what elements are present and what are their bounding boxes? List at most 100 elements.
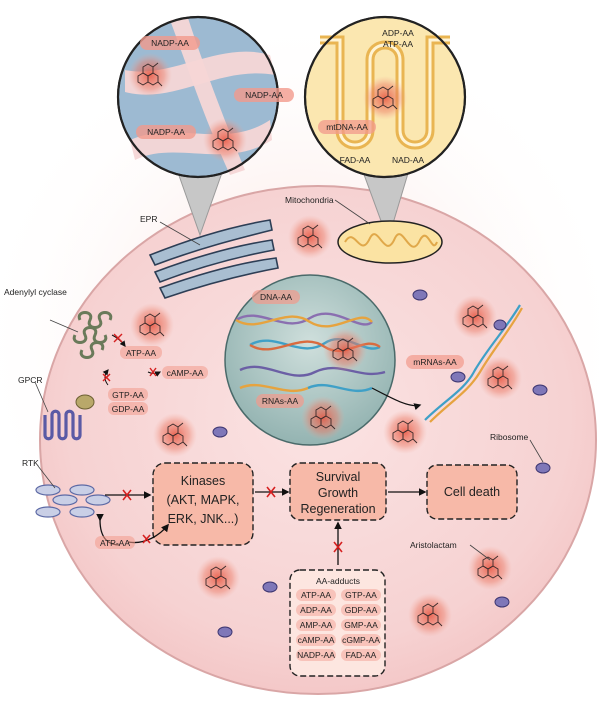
ribosome-label: Ribosome [490,432,544,463]
aristolactam-molecule-icon [300,395,346,441]
adduct-label: ATP-AA [301,590,331,600]
gpcr-protein [43,409,82,441]
inhibition-marks-small [102,333,157,382]
adp-aa-label: ADP-AA [382,28,414,38]
adduct-label: NADP-AA [297,650,335,660]
adduct-label: ADP-AA [300,605,332,615]
svg-text:(AKT, MAPK,: (AKT, MAPK, [167,493,240,507]
svg-text:DNA-AA: DNA-AA [260,292,292,302]
svg-text:ATP-AA: ATP-AA [126,348,156,358]
adduct-pill [341,649,381,661]
adduct-pill [296,589,336,601]
survival-box: Survival Growth Regeneration [289,462,387,521]
adduct-pill [296,649,336,661]
cell-death-box: Cell death [426,464,518,520]
svg-text:Ribosome: Ribosome [490,432,529,442]
mrnas-aa-label: mRNAs-AA [406,355,464,369]
nadp-aa-label-1: NADP-AA [140,36,200,50]
aristolactam-molecule-icon [127,52,173,98]
svg-text:NADP-AA: NADP-AA [147,127,185,137]
adduct-label: AMP-AA [300,620,333,630]
adduct-label: cAMP-AA [298,635,335,645]
dna-aa-label: DNA-AA [252,290,300,304]
svg-text:GTP-AA: GTP-AA [112,390,144,400]
adduct-pill [341,619,381,631]
svg-text:Regeneration: Regeneration [300,502,375,516]
atp-aa-label-top: ATP-AA [383,39,413,49]
svg-text:NADP-AA: NADP-AA [245,90,283,100]
aa-adducts-box: AA-adducts [289,569,386,677]
adduct-label: FAD-AA [346,650,377,660]
camp-aa-label: cAMP-AA [162,366,208,379]
adduct-pill [296,604,336,616]
mitochondria-label: Mitochondria [285,195,371,225]
svg-text:ADP-AA: ADP-AA [382,28,414,38]
inhibition-marks [122,486,343,553]
svg-text:ATP-AA: ATP-AA [383,39,413,49]
atp-aa-rtk-label: ATP-AA [95,536,135,549]
rtk-label: RTK [22,458,56,489]
adduct-pill [296,619,336,631]
adenylyl-cyclase-protein [72,311,113,359]
svg-text:Mitochondria: Mitochondria [285,195,334,205]
rnas-aa-label: RNAs-AA [256,394,304,408]
svg-text:Growth: Growth [318,486,358,500]
svg-text:GDP-AA: GDP-AA [112,404,145,414]
nadp-aa-label-2: NADP-AA [234,88,294,102]
adduct-label: GDP-AA [345,605,378,615]
adduct-label: cGMP-AA [342,635,380,645]
adduct-pill [341,634,381,646]
aa-adducts-list: ATP-AA ADP-AA AMP-AA cAMP-AA NADP-AA GTP-AA GD… [296,589,381,661]
aristolactam-label: Aristolactam [410,540,491,561]
mitochondria-organelle [337,220,443,264]
adduct-label: GMP-AA [344,620,378,630]
adduct-pill [341,589,381,601]
adduct-pill [341,604,381,616]
g-protein [75,394,95,410]
mrna-export-arrow [371,387,422,411]
svg-text:GPCR: GPCR [18,375,43,385]
aa-adducts-title: AA-adducts [316,576,360,586]
svg-text:Survival: Survival [316,470,360,484]
aristolactam-molecule-icon [322,327,368,373]
aristolactam-molecule-icon [152,412,198,458]
svg-text:Cell death: Cell death [444,485,500,499]
aristolactam-molecule-icon [477,355,523,401]
svg-text:FAD-AA: FAD-AA [340,155,371,165]
aristolactam-molecule-icon [467,545,513,591]
epr-label: EPR [140,214,201,246]
svg-text:NADP-AA: NADP-AA [151,38,189,48]
adenylyl-cyclase-label: Adenylyl cyclase [4,287,79,333]
svg-text:EPR: EPR [140,214,157,224]
aristolactam-molecule-icon [129,302,175,348]
aristolactam-molecule-icon [407,592,453,638]
mtdna-aa-label: mtDNA-AA [318,120,376,134]
aristolactam-molecule-icon [287,214,333,260]
adduct-label: GTP-AA [345,590,377,600]
svg-text:Adenylyl cyclase: Adenylyl cyclase [4,287,67,297]
svg-text:Kinases: Kinases [181,474,225,488]
svg-text:RNAs-AA: RNAs-AA [262,396,299,406]
ribosomes [212,289,551,638]
gpcr-label: GPCR [18,375,49,413]
gtp-aa-label: GTP-AA [108,388,148,401]
svg-text:ERK, JNK...): ERK, JNK...) [168,512,239,526]
adduct-pill [296,634,336,646]
svg-text:mRNAs-AA: mRNAs-AA [413,357,457,367]
gdp-aa-label: GDP-AA [108,402,148,415]
svg-text:ATP-AA: ATP-AA [100,538,130,548]
aristolactam-molecule-icon [202,117,248,163]
kinases-box: Kinases (AKT, MAPK, ERK, JNK...) [152,462,254,546]
epr-organelle [148,219,279,299]
aristolactam-molecule-icon [362,75,408,121]
svg-text:NAD-AA: NAD-AA [392,155,424,165]
svg-text:cAMP-AA: cAMP-AA [167,368,204,378]
svg-text:RTK: RTK [22,458,39,468]
aristolactam-molecule-icon [382,409,428,455]
aristolactam-molecule-icon [452,294,498,340]
nad-aa-label: NAD-AA [392,155,424,165]
fad-aa-label: FAD-AA [340,155,371,165]
atp-aa-ac-label: ATP-AA [120,346,162,359]
svg-text:Aristolactam: Aristolactam [410,540,457,550]
